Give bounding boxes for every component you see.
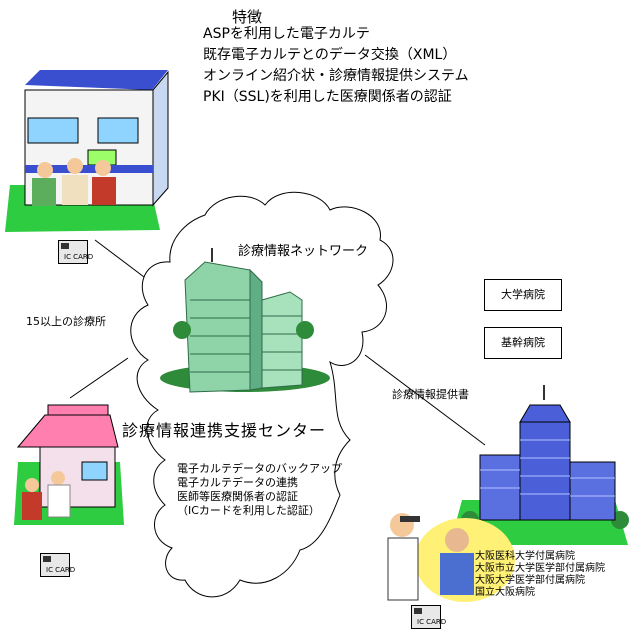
hospital-item: 大阪市立大学医学部付属病院 — [475, 563, 605, 574]
service-item: 電子カルテデータのバックアップ — [177, 462, 342, 475]
feature-item: オンライン紹介状・診療情報提供システム — [203, 68, 469, 84]
connector-clinic-top — [94, 239, 149, 281]
feature-item: PKI（SSL)を利用した医療関係者の認証 — [203, 89, 452, 105]
features-list: ASPを利用した電子カルテ 既存電子カルテとのデータ交換（XML） オンライン紹… — [203, 24, 469, 108]
data-center-building — [160, 248, 330, 393]
ic-card-icon — [40, 553, 70, 577]
center-services-list: 電子カルテデータのバックアップ 電子カルテデータの連携 医師等医療関係者の認証 … — [177, 462, 342, 518]
ic-card-label-3: IC CARD — [417, 618, 447, 626]
network-label: 診療情報ネットワーク — [238, 244, 369, 259]
service-item: 医師等医療関係者の認証 — [177, 490, 298, 503]
connector-hospital — [364, 354, 486, 446]
hospital-item: 大阪大学医学部付属病院 — [475, 575, 585, 586]
center-title: 診療情報連携支援センター — [122, 421, 327, 440]
hospital-item: 大阪医科大学付属病院 — [475, 551, 575, 562]
hospital-list: 大阪医科大学付属病院 大阪市立大学医学部付属病院 大阪大学医学部付属病院 国立大… — [475, 551, 605, 599]
clinics-count-label: 15以上の診療所 — [26, 315, 106, 328]
core-hospital-box: 基幹病院 — [484, 327, 562, 359]
referral-label: 診療情報提供書 — [392, 388, 469, 401]
service-item: 電子カルテデータの連携 — [177, 476, 298, 489]
feature-item: 既存電子カルテとのデータ交換（XML） — [203, 47, 457, 63]
clinic-building-top — [5, 70, 169, 232]
university-hospital-box: 大学病院 — [484, 279, 562, 311]
ic-card-icon — [58, 240, 88, 264]
service-item: （ICカードを利用した認証） — [177, 504, 320, 517]
ic-card-label-1: IC CARD — [64, 253, 94, 261]
ic-card-label-2: IC CARD — [46, 566, 76, 574]
hospital-item: 国立大阪病院 — [475, 587, 535, 598]
ic-card-icon — [411, 605, 441, 629]
feature-item: ASPを利用した電子カルテ — [203, 26, 370, 42]
doctor-patient-illustration — [387, 513, 515, 602]
clinic-building-left — [14, 404, 124, 525]
features-heading: 特徴 — [232, 8, 263, 26]
connector-clinic-left — [69, 357, 129, 399]
